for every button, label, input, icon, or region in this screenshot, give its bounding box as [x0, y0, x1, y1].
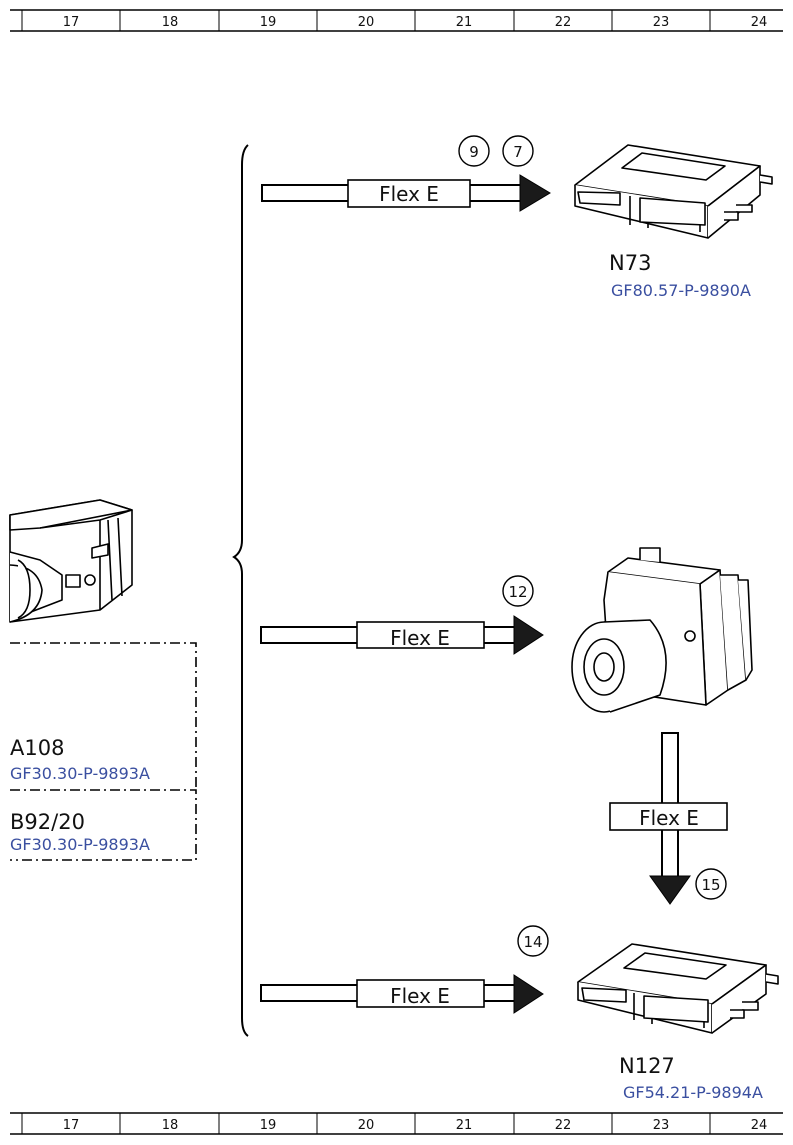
actuator-unit-illustration [571, 547, 753, 713]
b92-20-ref-link[interactable]: GF30.30-P-9893A [10, 835, 150, 854]
bus-arrow-vertical [609, 732, 728, 905]
n127-unit-illustration [577, 943, 779, 1034]
bus-arrow-top [261, 174, 551, 212]
bus-brace [232, 144, 249, 1037]
marker-circle-14 [517, 925, 549, 957]
ruler-bottom-col-21: 21 [456, 1118, 473, 1133]
bus-arrow-middle [260, 615, 544, 655]
a108-name: A108 [10, 736, 64, 760]
marker-9: 9 [469, 143, 479, 161]
n73-unit-illustration [574, 144, 773, 239]
marker-15: 15 [701, 876, 720, 894]
a108-frame [10, 642, 197, 861]
n73-ref-link[interactable]: GF80.57-P-9890A [611, 281, 751, 300]
marker-circle-15 [695, 868, 727, 900]
a108-ref-link[interactable]: GF30.30-P-9893A [10, 764, 150, 783]
ruler-top-col-19: 19 [260, 15, 277, 30]
n73-name: N73 [609, 251, 651, 275]
ruler-bottom-col-24: 24 [751, 1118, 768, 1133]
ruler-bottom-col-22: 22 [555, 1118, 572, 1133]
marker-circle-7 [502, 135, 534, 167]
bus-label-box-vertical [609, 802, 728, 831]
bus-label-vertical: Flex E [639, 806, 699, 830]
ruler-top-col-23: 23 [653, 15, 670, 30]
bus-label-box-bottom [356, 979, 485, 1008]
ruler-bottom-col-19: 19 [260, 1118, 277, 1133]
bottom-ruler: 17 18 19 20 21 22 23 24 [10, 1112, 783, 1135]
bus-label-box-middle [356, 621, 485, 649]
bus-label-box-top [347, 179, 471, 208]
bus-label-bottom: Flex E [390, 984, 450, 1008]
a108-unit-illustration [9, 499, 133, 623]
bus-label-top: Flex E [379, 182, 439, 206]
marker-12: 12 [508, 583, 527, 601]
ruler-top-col-21: 21 [456, 15, 473, 30]
bus-label-middle: Flex E [390, 626, 450, 650]
top-ruler: 17 18 19 20 21 22 23 24 [10, 9, 783, 32]
ruler-top-col-22: 22 [555, 15, 572, 30]
ruler-bottom-col-18: 18 [162, 1118, 179, 1133]
ruler-bottom-col-20: 20 [358, 1118, 375, 1133]
ruler-top-col-24: 24 [751, 15, 768, 30]
marker-circle-12 [502, 575, 534, 607]
marker-14: 14 [523, 933, 542, 951]
marker-circle-9 [458, 135, 490, 167]
ruler-bottom-col-17: 17 [63, 1118, 80, 1133]
ruler-top-col-17: 17 [63, 15, 80, 30]
n127-name: N127 [619, 1054, 675, 1078]
bus-arrow-bottom [260, 974, 544, 1014]
ruler-top-col-18: 18 [162, 15, 179, 30]
ruler-top-col-20: 20 [358, 15, 375, 30]
ruler-bottom-col-23: 23 [653, 1118, 670, 1133]
marker-7: 7 [513, 143, 523, 161]
n127-ref-link[interactable]: GF54.21-P-9894A [623, 1083, 763, 1102]
b92-20-name: B92/20 [10, 810, 85, 834]
